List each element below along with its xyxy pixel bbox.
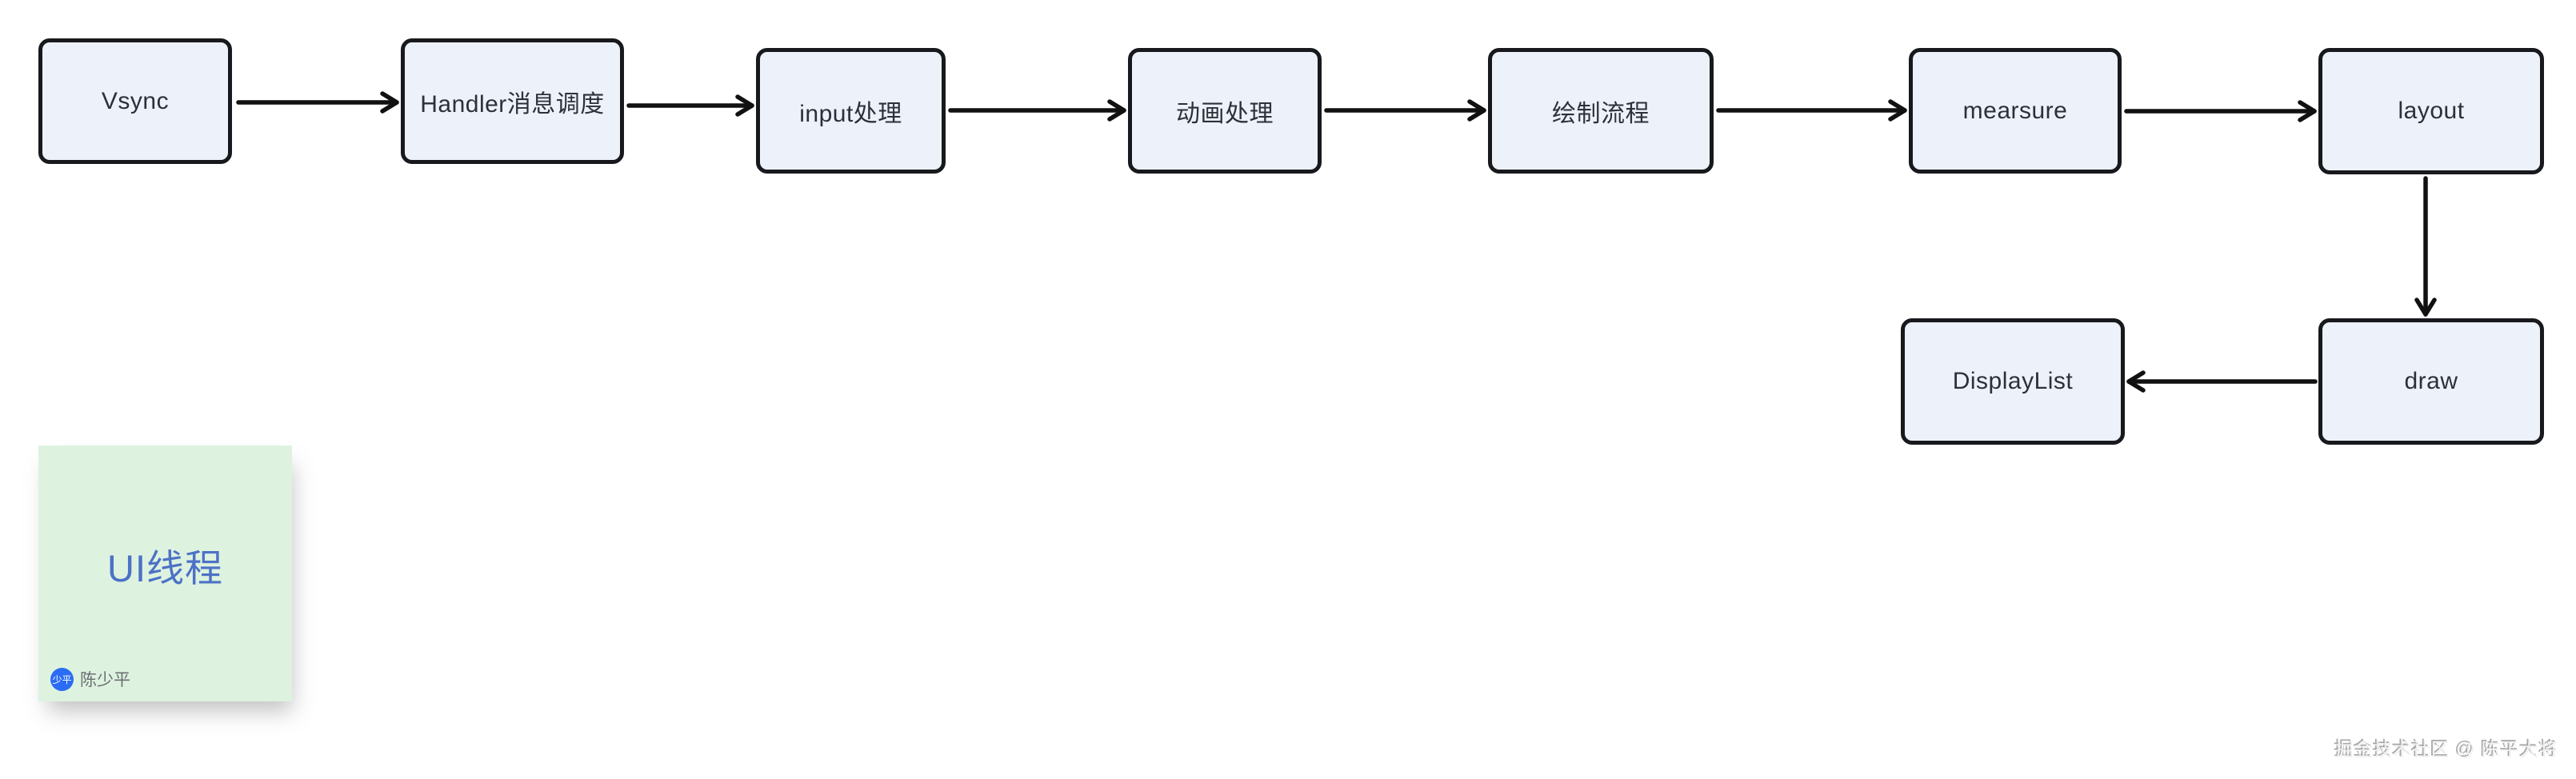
flow-node-label: draw bbox=[2404, 368, 2458, 394]
flow-node-vsync: Vsync bbox=[38, 38, 232, 164]
flow-node-label: Vsync bbox=[101, 87, 170, 114]
flow-node-displaylist: DisplayList bbox=[1901, 318, 2125, 445]
group-title: UI线程 bbox=[107, 547, 223, 589]
flow-node-label: 绘制流程 bbox=[1552, 100, 1650, 127]
flow-node-layout: layout bbox=[2318, 48, 2544, 174]
flow-node-label: mearsure bbox=[1962, 97, 2068, 124]
ui-thread-group-card: UI线程 少平 陈少平 bbox=[38, 445, 292, 701]
flow-node-label: DisplayList bbox=[1952, 368, 2074, 394]
flow-node-draw-flow: 绘制流程 bbox=[1488, 48, 1714, 174]
flow-node-label: input处理 bbox=[799, 100, 902, 127]
author-avatar: 少平 bbox=[50, 667, 74, 691]
flow-node-mearsure: mearsure bbox=[1909, 48, 2122, 174]
author-name: 陈少平 bbox=[80, 671, 130, 689]
flow-node-animation: 动画处理 bbox=[1128, 48, 1322, 174]
flow-node-label: layout bbox=[2398, 98, 2465, 124]
flow-node-handler: Handler消息调度 bbox=[401, 38, 624, 164]
flow-node-label: Handler消息调度 bbox=[420, 90, 605, 118]
flow-node-input: input处理 bbox=[756, 48, 946, 174]
flow-node-label: 动画处理 bbox=[1176, 100, 1274, 127]
author-row: 少平 陈少平 bbox=[50, 667, 130, 691]
flow-node-draw: draw bbox=[2318, 318, 2544, 445]
watermark-text: 掘金技术社区 @ 陈平大将 bbox=[2334, 739, 2558, 760]
